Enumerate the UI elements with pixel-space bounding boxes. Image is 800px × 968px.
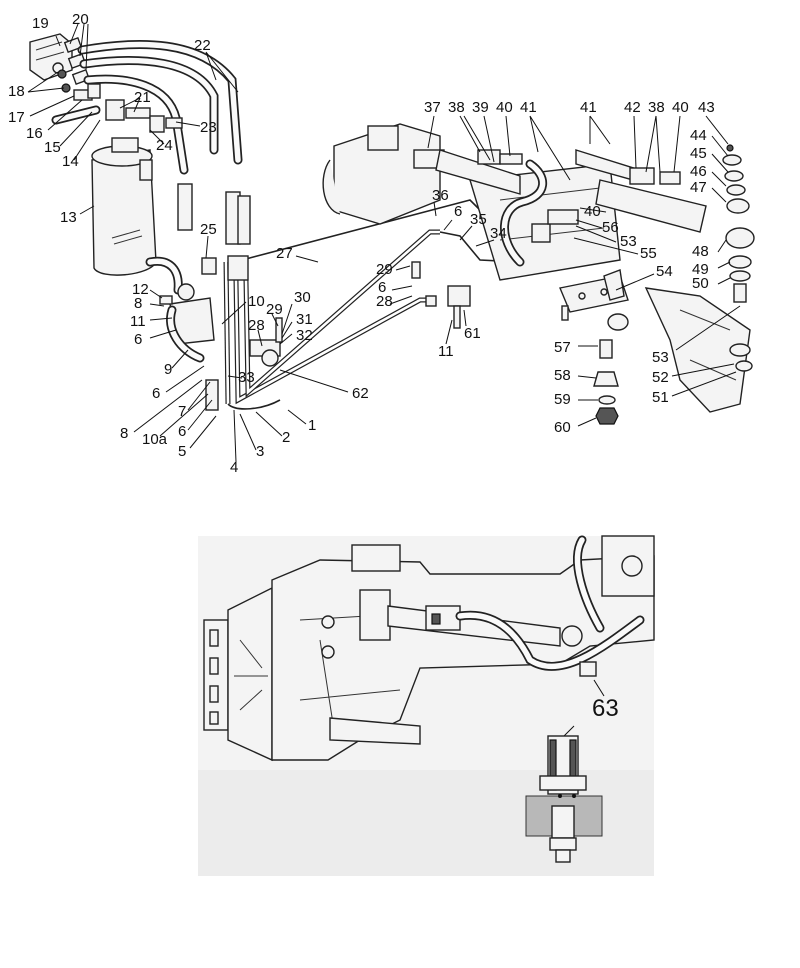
callout-54: 54: [656, 263, 673, 280]
callout-16: 16: [26, 125, 43, 142]
callout-4: 4: [230, 459, 238, 476]
callout-28b: 28: [376, 293, 393, 310]
callout-60: 60: [554, 419, 571, 436]
callout-18: 18: [8, 83, 25, 100]
steering-knuckle: [644, 287, 753, 413]
callout-17: 17: [8, 109, 25, 126]
washer-stack: [722, 144, 755, 303]
callout-48: 48: [692, 243, 709, 260]
callout-25: 25: [200, 221, 217, 238]
callout-9: 9: [164, 361, 172, 378]
mounting-bracket-54: [559, 269, 629, 331]
pump-block: [29, 33, 73, 81]
callout-23: 23: [200, 119, 217, 136]
callout-1: 1: [308, 417, 316, 434]
oil-reservoir: [91, 137, 183, 295]
callout-40b: 40: [672, 99, 689, 116]
callouts-top: [27, 23, 741, 463]
callout-12: 12: [132, 281, 149, 298]
hoses-22: [77, 39, 251, 245]
callout-14: 14: [62, 153, 79, 170]
callout-63: 63: [592, 695, 619, 722]
installed-cylinder: [359, 535, 645, 677]
pipe-clamp-61: [411, 261, 471, 329]
callout-19: 19: [32, 15, 49, 32]
callout-50: 50: [692, 275, 709, 292]
callout-49: 49: [692, 261, 709, 278]
callout-2: 2: [282, 429, 290, 446]
steering-cylinder-right: [531, 149, 707, 243]
callout-46: 46: [690, 163, 707, 180]
callout-6b: 6: [152, 385, 160, 402]
callout-30: 30: [294, 289, 311, 306]
callout-10: 10: [248, 293, 265, 310]
callout-41a: 41: [520, 99, 537, 116]
callout-62: 62: [352, 385, 369, 402]
callout-8a: 8: [134, 295, 142, 312]
leader-63: [593, 679, 605, 697]
callout-27: 27: [276, 245, 293, 262]
callout-61: 61: [464, 325, 481, 342]
exploded-view: [29, 33, 755, 425]
callout-21: 21: [134, 89, 151, 106]
fittings-25-12: [159, 255, 249, 305]
callout-8b: 8: [120, 425, 128, 442]
callout-42: 42: [624, 99, 641, 116]
wheel-hub: [203, 586, 273, 762]
callout-55: 55: [640, 245, 657, 262]
callout-20: 20: [72, 11, 89, 28]
callout-51: 51: [652, 389, 669, 406]
lower-clamps: [166, 297, 283, 411]
callout-6a: 6: [134, 331, 142, 348]
installed-view: 63: [198, 535, 655, 876]
callout-34: 34: [490, 225, 507, 242]
callout-15: 15: [44, 139, 61, 156]
callout-29a: 29: [266, 301, 283, 318]
callout-53a: 53: [620, 233, 637, 250]
callout-24: 24: [156, 137, 173, 154]
callout-43: 43: [698, 99, 715, 116]
callout-6c: 6: [178, 423, 186, 440]
callout-35: 35: [470, 211, 487, 228]
callout-37: 37: [424, 99, 441, 116]
callout-38b: 38: [648, 99, 665, 116]
callout-45: 45: [690, 145, 707, 162]
callout-58: 58: [554, 367, 571, 384]
callout-29b: 29: [376, 261, 393, 278]
callout-13: 13: [60, 209, 77, 226]
callout-52: 52: [652, 369, 669, 386]
callout-10a: 10a: [142, 431, 168, 448]
callout-40a: 40: [496, 99, 513, 116]
callout-32: 32: [296, 327, 313, 344]
callout-39: 39: [472, 99, 489, 116]
callout-22: 22: [194, 37, 211, 54]
detail-63-ball-joint: [525, 735, 603, 863]
callout-7: 7: [178, 403, 186, 420]
steering-pipes: [223, 199, 521, 410]
steering-cylinder-left: [413, 149, 548, 267]
callout-36: 36: [432, 187, 449, 204]
callout-31: 31: [296, 311, 313, 328]
callout-6d: 6: [454, 203, 462, 220]
callout-5: 5: [178, 443, 186, 460]
callout-3: 3: [256, 443, 264, 460]
callout-44: 44: [690, 127, 707, 144]
callout-53b: 53: [652, 349, 669, 366]
callout-57: 57: [554, 339, 571, 356]
callout-59: 59: [554, 391, 571, 408]
callout-labels-top: 19 20 22 18 17 16 15 14 21 23 24 13 25 2…: [8, 11, 715, 476]
callout-41b: 41: [580, 99, 597, 116]
callout-6e: 6: [378, 279, 386, 296]
callout-56: 56: [602, 219, 619, 236]
callout-47: 47: [690, 179, 707, 196]
callout-40c: 40: [584, 203, 601, 220]
filter-fittings: [51, 99, 183, 133]
callout-38a: 38: [448, 99, 465, 116]
ball-joint-hardware: [593, 339, 619, 425]
callout-33: 33: [238, 369, 255, 386]
callout-11b: 11: [438, 343, 454, 360]
callout-28a: 28: [248, 317, 265, 334]
callout-11a: 11: [130, 313, 146, 330]
